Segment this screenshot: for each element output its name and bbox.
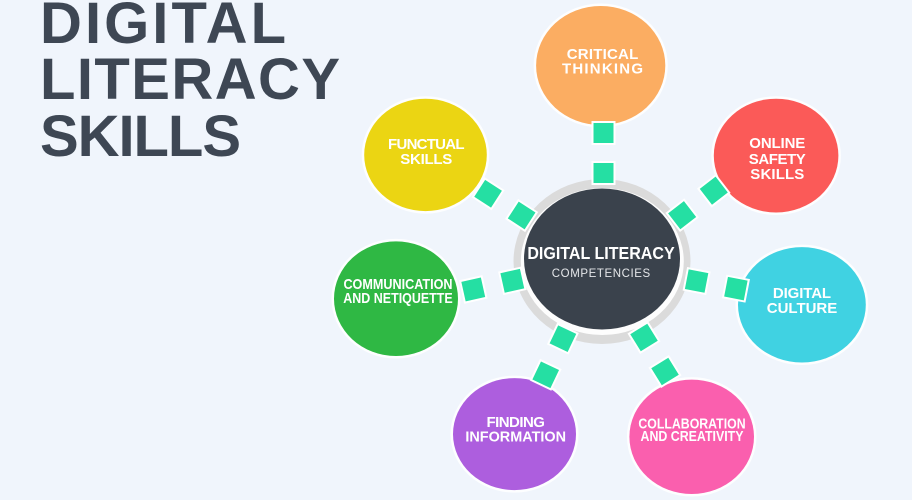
svg-text:SKILLS: SKILLS (40, 104, 241, 169)
svg-text:ONLINE: ONLINE (749, 135, 805, 152)
svg-text:INFORMATION: INFORMATION (465, 428, 566, 445)
svg-text:DIGITAL LITERACY: DIGITAL LITERACY (527, 243, 675, 263)
svg-text:CULTURE: CULTURE (767, 300, 838, 317)
svg-text:AND NETIQUETTE: AND NETIQUETTE (343, 290, 453, 307)
svg-text:FUNCTUAL: FUNCTUAL (388, 136, 465, 153)
svg-text:DIGITAL: DIGITAL (40, 0, 286, 56)
svg-text:CRITICAL: CRITICAL (567, 46, 639, 63)
svg-text:COLLABORATION: COLLABORATION (638, 415, 745, 432)
svg-text:SAFETY: SAFETY (749, 151, 806, 168)
svg-text:COMPETENCIES: COMPETENCIES (552, 268, 651, 280)
svg-text:SKILLS: SKILLS (750, 166, 804, 183)
svg-text:LITERACY: LITERACY (40, 47, 340, 112)
svg-text:THINKING: THINKING (562, 61, 643, 78)
svg-text:COMMUNICATION: COMMUNICATION (343, 276, 452, 293)
svg-text:SKILLS: SKILLS (400, 151, 452, 168)
svg-text:FINDING: FINDING (487, 414, 545, 431)
svg-text:AND CREATIVITY: AND CREATIVITY (641, 428, 744, 445)
svg-text:DIGITAL: DIGITAL (773, 285, 831, 302)
